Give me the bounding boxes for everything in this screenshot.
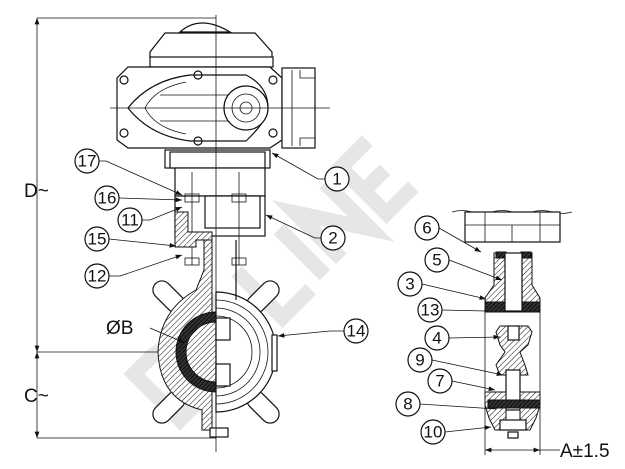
svg-text:1: 1 [332, 170, 341, 189]
stem-section-view [451, 210, 573, 455]
mounting-bracket [174, 167, 266, 266]
callout-2: 2 [320, 225, 346, 251]
dimension-b-label: ØB [106, 318, 133, 339]
callout-4: 4 [424, 325, 450, 351]
callout-13: 13 [417, 297, 443, 323]
callout-12: 12 [84, 263, 110, 289]
svg-text:11: 11 [121, 211, 139, 230]
dimension-d-label: D~ [24, 181, 49, 202]
callout-8: 8 [395, 391, 421, 417]
svg-text:13: 13 [421, 301, 440, 320]
callout-17: 17 [74, 148, 100, 174]
callout-10: 10 [420, 419, 446, 445]
svg-text:17: 17 [78, 152, 97, 171]
callout-6: 6 [414, 215, 440, 241]
callout-1: 1 [324, 166, 350, 192]
actuator-screws [119, 70, 278, 146]
callout-11: 11 [117, 207, 143, 233]
leader-lines [99, 152, 504, 433]
callout-3: 3 [397, 271, 423, 297]
callout-14: 14 [343, 318, 369, 344]
callout-9: 9 [407, 347, 433, 373]
svg-text:9: 9 [415, 351, 424, 370]
callout-7: 7 [427, 368, 453, 394]
electric-actuator [110, 22, 330, 169]
svg-text:2: 2 [328, 229, 337, 248]
dimension-a-label: A±1.5 [560, 441, 610, 462]
valve-body [152, 239, 280, 438]
callout-16: 16 [94, 185, 120, 211]
svg-text:12: 12 [88, 267, 107, 286]
svg-text:7: 7 [435, 372, 444, 391]
dimension-c-label: C~ [24, 386, 49, 407]
svg-text:10: 10 [424, 423, 443, 442]
svg-text:14: 14 [347, 322, 366, 341]
callout-15: 15 [84, 226, 110, 252]
leader-b [149, 327, 186, 344]
svg-text:4: 4 [432, 329, 441, 348]
svg-text:5: 5 [432, 251, 441, 270]
svg-text:16: 16 [98, 189, 117, 208]
svg-text:8: 8 [403, 395, 412, 414]
svg-text:3: 3 [405, 275, 414, 294]
svg-text:15: 15 [88, 230, 107, 249]
svg-text:6: 6 [422, 219, 431, 238]
callout-5: 5 [424, 247, 450, 273]
